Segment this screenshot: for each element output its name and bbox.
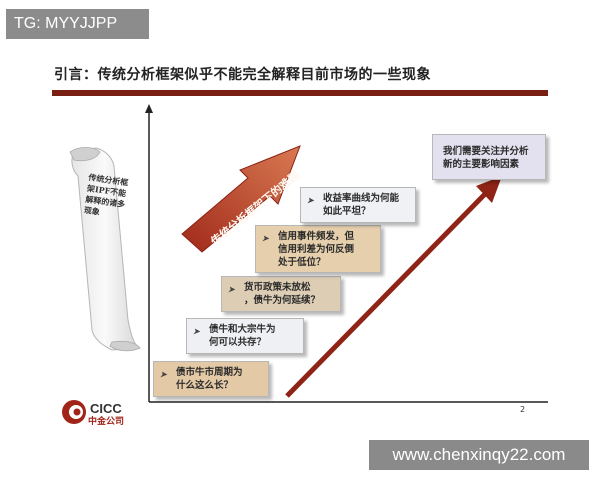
step-4-line-3: 处于低位？ xyxy=(278,257,326,268)
title-rule xyxy=(52,90,548,96)
step-5-line-2: 如此平坦？ xyxy=(323,206,371,217)
conclusion-line-2: 新的主要影响因素 xyxy=(443,159,520,170)
step-1-line-2: 什么这么长？ xyxy=(176,380,234,391)
step-5-line-1: 收益率曲线为何能 xyxy=(323,193,400,204)
cicc-logo-icon xyxy=(62,400,86,424)
step-box-5: ➤ 收益率曲线为何能 如此平坦？ xyxy=(300,187,416,223)
step-4-line-2: 信用利差为何反倒 xyxy=(278,244,355,255)
step-2-line-1: 债牛和大宗牛为 xyxy=(209,324,276,335)
trend-arrow xyxy=(285,176,502,398)
step-box-1: ➤ 债市牛市周期为 什么这么长？ xyxy=(153,361,269,397)
bullet-icon: ➤ xyxy=(160,369,167,379)
page-number: 2 xyxy=(520,405,526,414)
step-box-2: ➤ 债牛和大宗牛为 何可以共存？ xyxy=(186,318,304,354)
bullet-icon: ➤ xyxy=(228,284,235,294)
conclusion-line-1: 我们需要关注并分析 xyxy=(443,146,529,157)
bullet-icon: ➤ xyxy=(307,195,314,205)
step-2-line-2: 何可以共存？ xyxy=(209,337,267,348)
bullet-icon: ➤ xyxy=(193,326,200,336)
scroll-graphic xyxy=(69,147,141,352)
bullet-icon: ➤ xyxy=(262,233,269,243)
step-3-line-2: ，债牛为何延续？ xyxy=(244,295,321,306)
conclusion-box: 我们需要关注并分析 新的主要影响因素 xyxy=(432,134,546,180)
y-axis-arrowhead xyxy=(145,104,153,113)
logo-brand: CICC xyxy=(90,401,122,416)
axes xyxy=(145,104,548,403)
step-3-line-1: 货币政策未放松 xyxy=(244,282,311,293)
tag-label: TG: MYYJJPP xyxy=(6,9,149,39)
logo-sub: 中金公司 xyxy=(88,417,125,427)
stair-arrow xyxy=(181,145,301,253)
step-box-4: ➤ 信用事件频发，但 信用利差为何反倒 处于低位？ xyxy=(255,225,381,273)
step-4-line-1: 信用事件频发，但 xyxy=(278,231,355,242)
watermark: www.chenxinqy22.com xyxy=(369,440,589,470)
step-1-line-1: 债市牛市周期为 xyxy=(176,367,243,378)
slide-title: 引言：传统分析框架似乎不能完全解释目前市场的一些现象 xyxy=(54,67,431,83)
scroll-text: 传统分析框架IPF不能解释的诸多现象 xyxy=(83,172,129,217)
step-box-3: ➤ 货币政策未放松 ，债牛为何延续？ xyxy=(221,276,341,312)
